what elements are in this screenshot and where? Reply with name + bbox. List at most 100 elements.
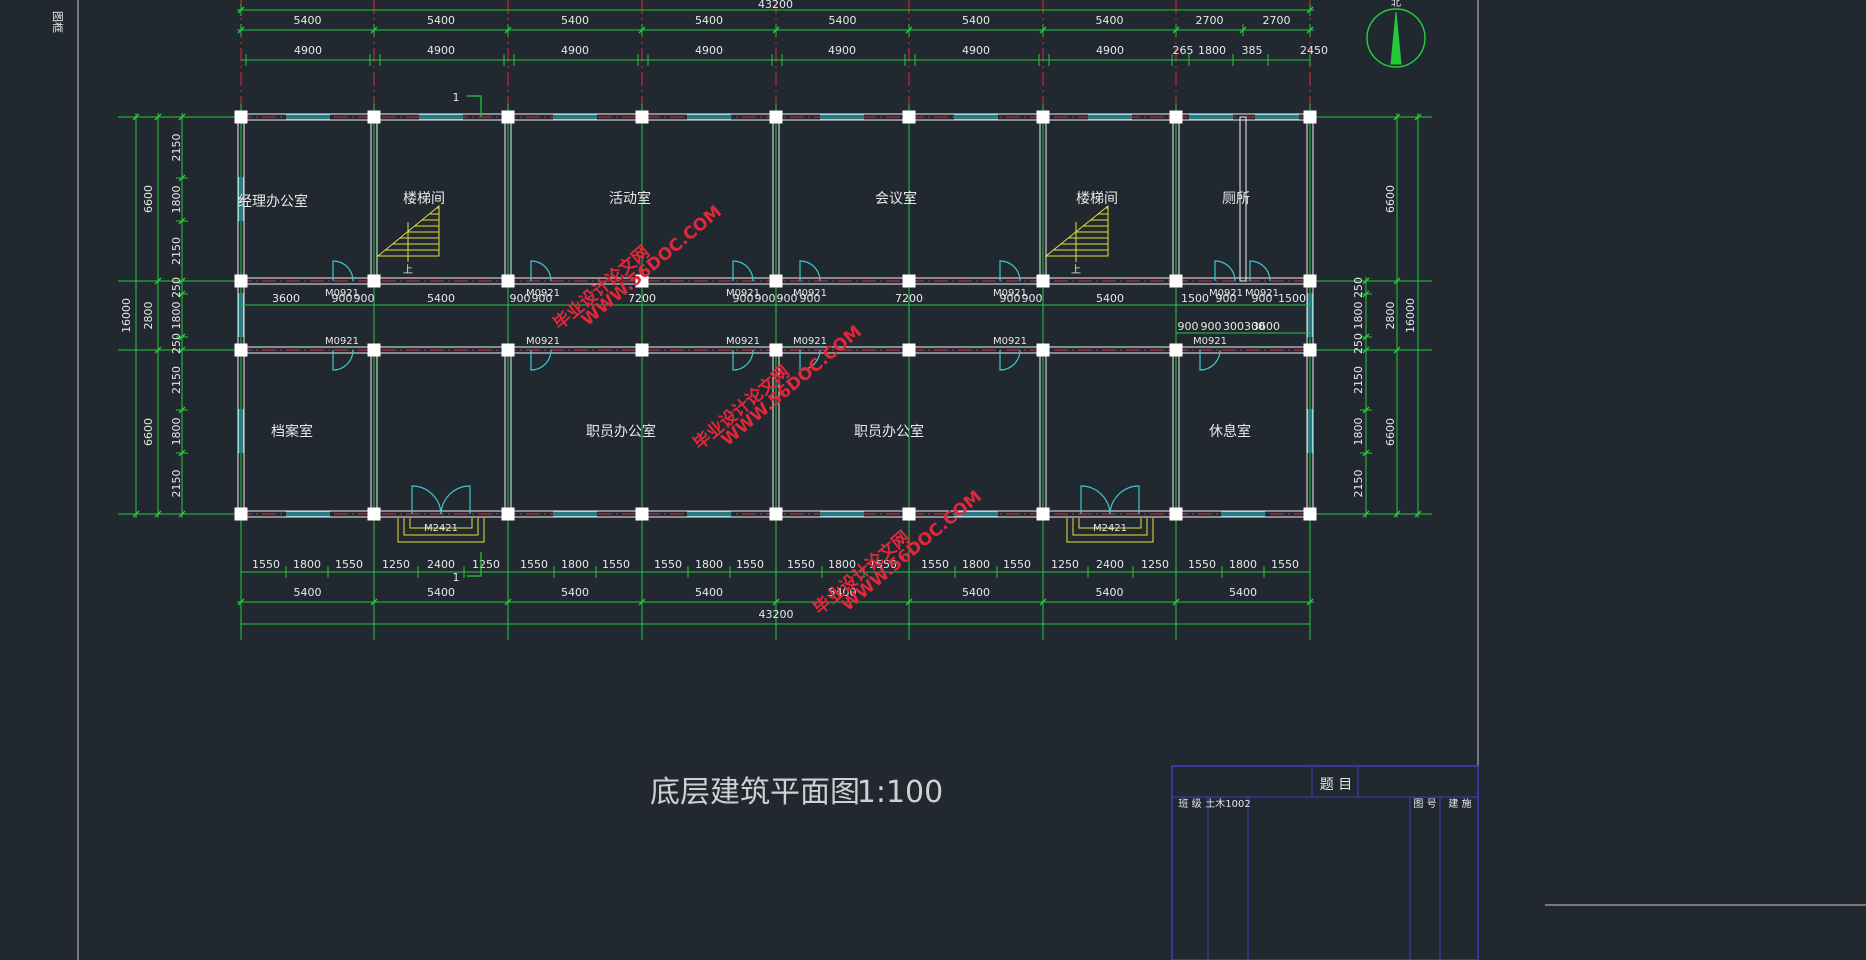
dim-bottom-overall-text: 43200	[759, 608, 794, 621]
door-label: M0921	[993, 288, 1027, 299]
structural-column	[1169, 343, 1183, 357]
door-swing	[732, 349, 754, 371]
structural-column	[367, 110, 381, 124]
dim-left-details-slash	[178, 510, 186, 518]
dim-right-segments-text: 6600	[1384, 418, 1397, 446]
section-line	[467, 95, 482, 117]
dim-left-details-slash	[178, 277, 186, 285]
dim-right-details-text: 2150	[1352, 366, 1365, 394]
door-swing	[799, 349, 821, 371]
north-arrow: 北	[1366, 0, 1426, 68]
room-label: 厕所	[1222, 191, 1250, 207]
watermark-url: WWW.56DOC.COM	[578, 202, 726, 331]
dim-top-openings-text: 4900	[427, 44, 455, 57]
structural-column	[367, 274, 381, 288]
dim-left-details-slash	[178, 406, 186, 414]
structural-column	[1036, 274, 1050, 288]
dim-right-details-slash	[1362, 449, 1370, 457]
dim-corridor-lower-text: 900	[1201, 320, 1222, 333]
entrance-step	[409, 518, 473, 529]
dim-top-bays-text: 2700	[1196, 14, 1224, 27]
dim-bottom-bays-text: 5400	[294, 586, 322, 599]
dim-bottom-bays-text: 5400	[1096, 586, 1124, 599]
dim-top-overall-slash	[1306, 6, 1314, 14]
north-pointer-icon	[1390, 11, 1402, 65]
structural-column	[1303, 274, 1317, 288]
door-label: M0921	[1245, 288, 1279, 299]
door-label: M0921	[526, 336, 560, 347]
room-label: 档案室	[271, 423, 313, 440]
dim-right-segments-slash	[1393, 113, 1401, 121]
title-block-frame	[1171, 765, 1479, 960]
structural-column	[1303, 343, 1317, 357]
dim-bottom-bays-text: 5400	[427, 586, 455, 599]
dim-bottom-openings-text: 1800	[828, 558, 856, 571]
dim-bottom-openings-text: 1550	[252, 558, 280, 571]
room-label: 职员办公室	[854, 423, 924, 440]
door-swing	[732, 260, 754, 282]
dim-bottom-openings-text: 1250	[1141, 558, 1169, 571]
structural-column	[769, 343, 783, 357]
dim-bottom-bays-text: 5400	[561, 586, 589, 599]
dim-left-segments-slash	[154, 113, 162, 121]
dim-left-details-slash	[178, 174, 186, 182]
dim-bottom-openings-text: 1800	[695, 558, 723, 571]
entrance-step	[403, 518, 479, 536]
dim-left-segments-text: 6600	[142, 185, 155, 213]
title-block-cell: 图 号	[1413, 798, 1436, 810]
dim-top-bays-text: 5400	[1096, 14, 1124, 27]
dim-right-details-slash	[1362, 510, 1370, 518]
structural-column	[501, 507, 515, 521]
dim-corridor-text: 900	[733, 292, 754, 305]
door-swing	[332, 349, 354, 371]
dim-bottom-openings-text: 1550	[1188, 558, 1216, 571]
dim-corridor-text: 900	[510, 292, 531, 305]
dim-top-openings-text: 4900	[561, 44, 589, 57]
structural-column	[234, 274, 248, 288]
dim-corridor-text: 5400	[427, 292, 455, 305]
dim-left-details-text: 250	[170, 277, 183, 298]
dim-top-overall-text: 43200	[758, 0, 793, 11]
structural-column	[501, 110, 515, 124]
entrance-label: M2421	[424, 523, 458, 534]
dim-right-details-text: 1800	[1352, 302, 1365, 330]
door-swing	[530, 349, 552, 371]
dim-bottom-bays-slash	[1172, 598, 1180, 606]
door-swing	[999, 260, 1021, 282]
dim-left-details-text: 2150	[170, 237, 183, 265]
title-block-cell: 土木1002	[1205, 797, 1250, 810]
dim-top-bays-slash	[772, 26, 780, 34]
corner-mark: 图框	[51, 11, 64, 33]
room-label: 活动室	[609, 190, 651, 207]
dim-top-openings-text: 4900	[695, 44, 723, 57]
dim-corridor-text: 900	[532, 292, 553, 305]
dim-corridor-text: 900	[1000, 292, 1021, 305]
dim-bottom-openings-text: 1550	[335, 558, 363, 571]
north-label: 北	[1391, 0, 1401, 9]
entrance-step	[1066, 518, 1154, 543]
dim-right-overall-slash	[1414, 113, 1422, 121]
dim-corridor-lower-text: 300300	[1223, 320, 1265, 333]
dim-top-bays-slash	[1239, 26, 1247, 34]
room-label: 楼梯间	[403, 191, 445, 207]
room-label: 经理办公室	[238, 193, 308, 210]
dim-left-details-text: 1800	[170, 302, 183, 330]
dim-right-segments-text: 6600	[1384, 185, 1397, 213]
dim-top-openings-text: 4900	[1096, 44, 1124, 57]
dim-left-details-slash	[178, 346, 186, 354]
structural-column	[1169, 274, 1183, 288]
doors	[332, 260, 1271, 371]
structural-column	[1036, 343, 1050, 357]
dim-bottom-openings-text: 1800	[293, 558, 321, 571]
dim-right-details-slash	[1362, 290, 1370, 298]
door-label: M0921	[793, 288, 827, 299]
structural-column	[635, 507, 649, 521]
dim-corridor-text: 3600	[272, 292, 300, 305]
dim-top-openings-text: 4900	[294, 44, 322, 57]
dim-bottom-openings-text: 1800	[561, 558, 589, 571]
door-swing	[530, 260, 552, 282]
dim-left-segments-text: 6600	[142, 418, 155, 446]
